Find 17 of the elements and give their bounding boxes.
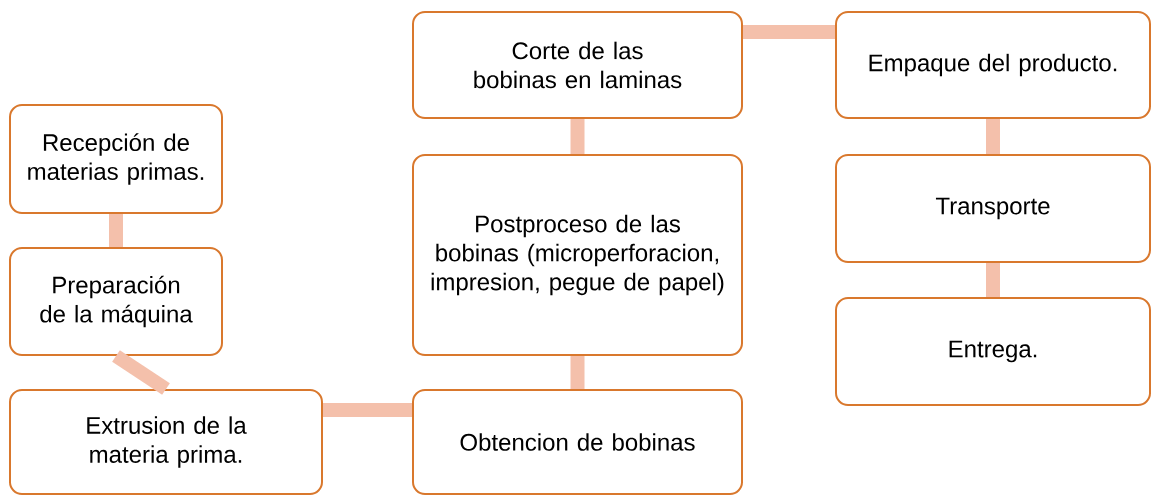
connector	[570, 356, 585, 389]
process-box: Preparación de la máquina	[9, 247, 223, 356]
process-box: Corte de las bobinas en laminas	[412, 11, 743, 119]
connector	[986, 119, 1000, 154]
process-box: Postproceso de las bobinas (microperforacion, impresion, pegue de papel)	[412, 154, 743, 356]
process-box: Transporte	[835, 154, 1151, 263]
connector	[986, 263, 1000, 297]
process-box: Extrusion de la materia prima.	[9, 389, 323, 495]
connector	[112, 350, 170, 395]
connector	[109, 214, 123, 247]
connector	[323, 403, 412, 417]
process-box: Entrega.	[835, 297, 1151, 406]
process-box: Obtencion de bobinas	[412, 389, 743, 495]
connector	[743, 25, 835, 39]
process-box: Recepción de materias primas.	[9, 104, 223, 214]
process-box: Empaque del producto.	[835, 11, 1151, 119]
connector	[570, 119, 585, 154]
